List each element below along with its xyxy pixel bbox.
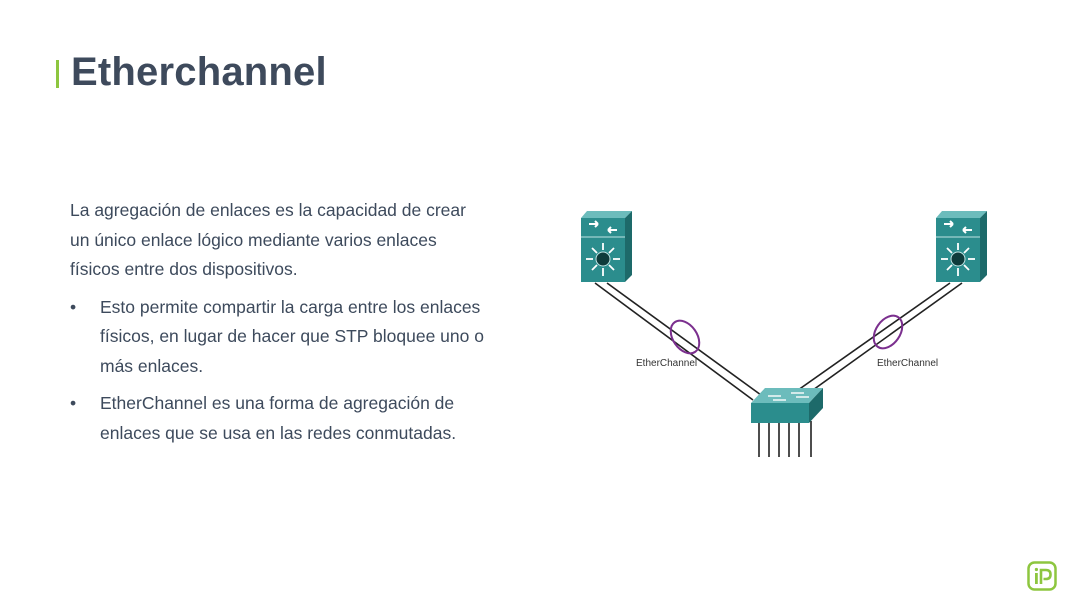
bullet-text: Esto permite compartir la carga entre lo… xyxy=(100,296,484,376)
etherchannel-label-left: EtherChannel xyxy=(636,358,697,369)
etherchannel-cables-left xyxy=(594,282,762,401)
bullet-text: EtherChannel es una forma de agregación … xyxy=(100,393,457,443)
etherchannel-label-right: EtherChannel xyxy=(877,358,938,369)
etherchannel-ring-left xyxy=(669,319,701,355)
multilayer-switch-right-icon xyxy=(936,211,987,282)
intro-paragraph: La agregación de enlaces es la capacidad… xyxy=(70,200,466,279)
etherchannel-cables-right xyxy=(790,282,963,401)
slide-body: La agregación de enlaces es la capacidad… xyxy=(70,196,490,456)
etherchannel-ring-right xyxy=(872,314,904,350)
bullet-item: • Esto permite compartir la carga entre … xyxy=(70,293,490,382)
access-switch-icon xyxy=(751,388,823,457)
multilayer-switch-left-icon xyxy=(581,211,632,282)
title-accent-bar xyxy=(56,60,59,88)
bullet-list: • Esto permite compartir la carga entre … xyxy=(70,293,490,449)
brand-logo-icon xyxy=(1027,561,1057,591)
bullet-item: • EtherChannel es una forma de agregació… xyxy=(70,389,490,448)
etherchannel-diagram: EtherChannel EtherChannel xyxy=(581,211,987,457)
slide-title: Etherchannel xyxy=(71,50,327,94)
bullet-marker: • xyxy=(70,393,77,413)
bullet-marker: • xyxy=(70,296,77,317)
